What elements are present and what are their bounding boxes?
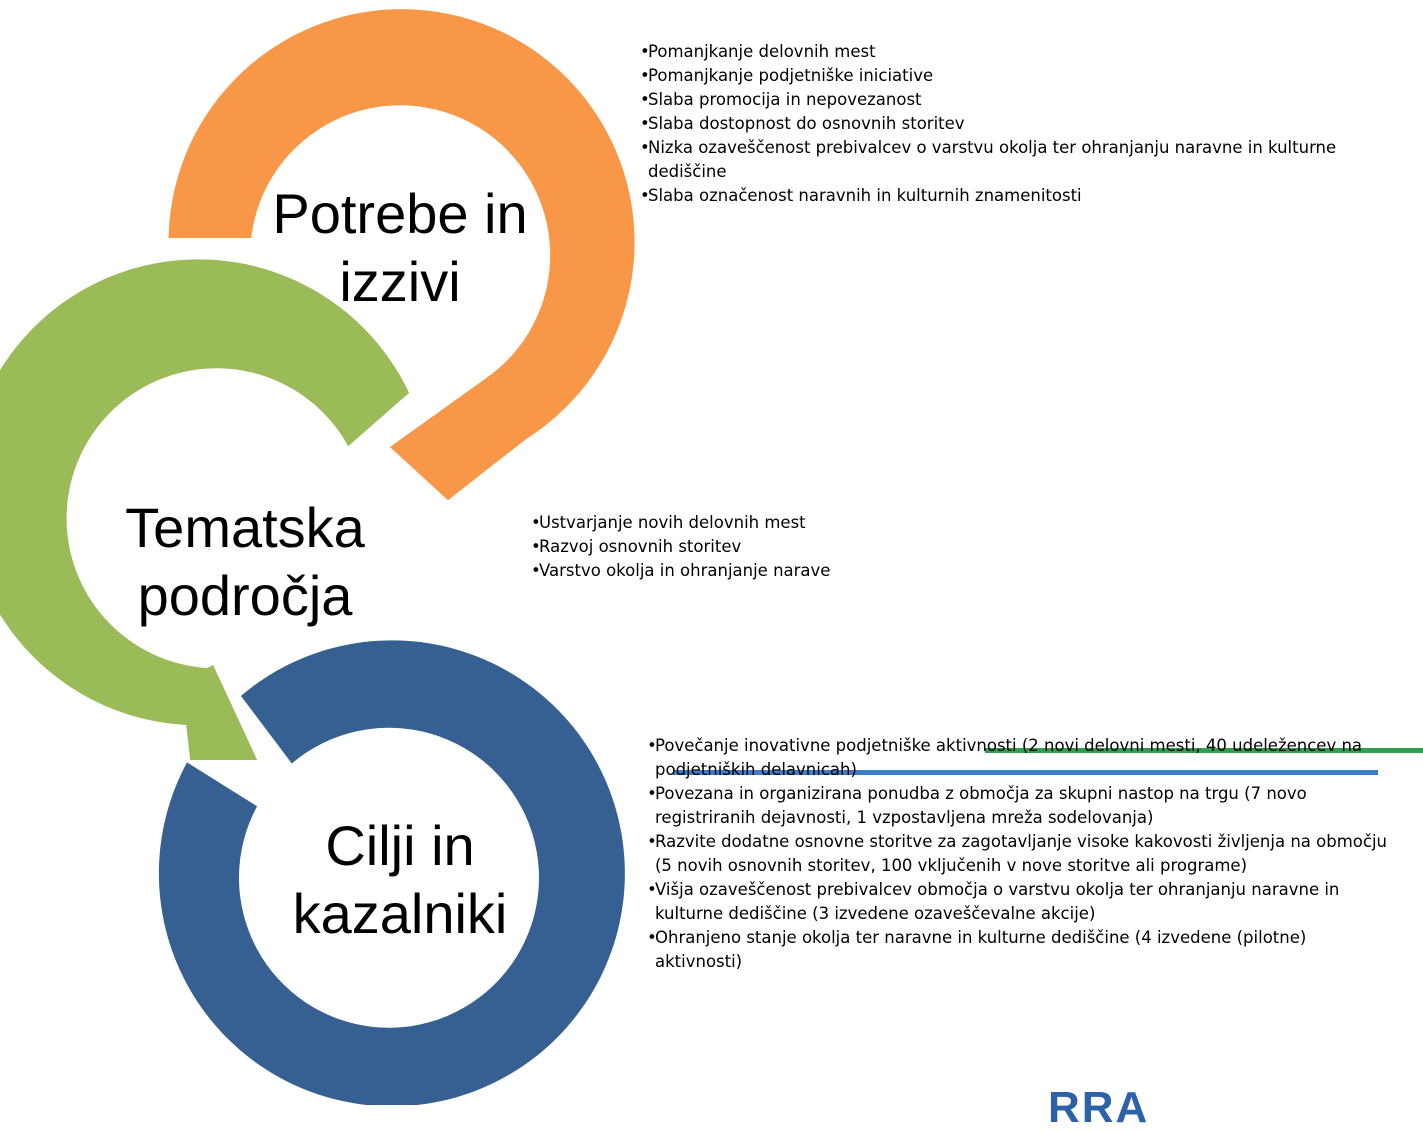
cycle-diagram (0, 9, 1423, 1105)
stage-label-potrebe: Potrebe in izzivi (215, 180, 585, 316)
stage-label-line: Tematska (125, 496, 365, 559)
list-item: Ustvarjanje novih delovnih mest (531, 511, 951, 535)
rra-logo: RRA (1048, 1083, 1150, 1132)
stage-label-tematska: Tematska področja (60, 494, 430, 630)
stage-label-cilji: Cilji in kazalniki (215, 812, 585, 948)
thematic-areas-list: Ustvarjanje novih delovnih mest Razvoj o… (531, 511, 951, 583)
list-item: Slaba promocija in nepovezanost (640, 88, 1380, 112)
list-item: Slaba dostopnost do osnovnih storitev (640, 112, 1380, 136)
list-item: Varstvo okolja in ohranjanje narave (531, 559, 951, 583)
list-item: Povečanje inovativne podjetniške aktivno… (647, 734, 1392, 782)
needs-challenges-list: Pomanjkanje delovnih mest Pomanjkanje po… (640, 40, 1380, 208)
list-item: Pomanjkanje delovnih mest (640, 40, 1380, 64)
stage-label-line: kazalniki (292, 882, 508, 945)
list-item: Ohranjeno stanje okolja ter naravne in k… (647, 926, 1392, 974)
list-item: Razvite dodatne osnovne storitve za zago… (647, 830, 1392, 878)
list-item: Pomanjkanje podjetniške iniciative (640, 64, 1380, 88)
list-item: Slaba označenost naravnih in kulturnih z… (640, 184, 1380, 208)
stage-label-line: izzivi (339, 250, 461, 313)
blue-ring-arc (158, 640, 625, 1105)
goals-indicators-list: Povečanje inovativne podjetniške aktivno… (647, 734, 1392, 974)
list-item: Višja ozaveščenost prebivalcev območja o… (647, 878, 1392, 926)
list-item: Povezana in organizirana ponudba z območ… (647, 782, 1392, 830)
stage-label-line: Cilji in (325, 814, 475, 877)
orange-ring-arc (168, 9, 635, 501)
list-item: Razvoj osnovnih storitev (531, 535, 951, 559)
green-ring-arc (0, 259, 410, 760)
stage-label-line: področja (137, 564, 353, 627)
list-item: Nizka ozaveščenost prebivalcev o varstvu… (640, 136, 1380, 184)
stage-label-line: Potrebe in (272, 182, 528, 245)
